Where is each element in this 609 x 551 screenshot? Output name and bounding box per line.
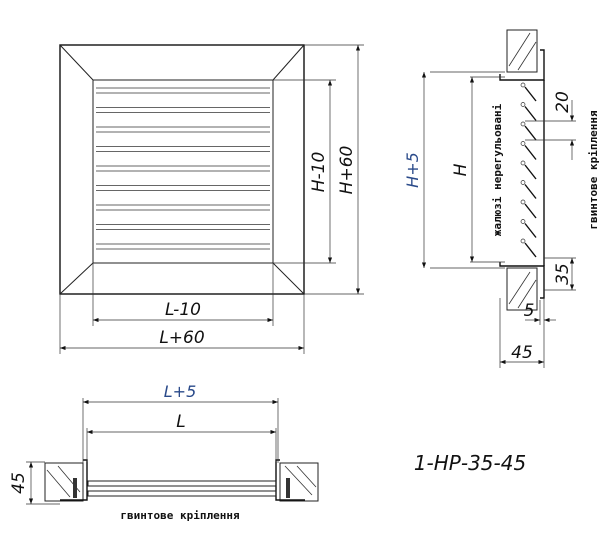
model-code: 1-НР-35-45 [414,451,526,475]
slat [524,106,537,121]
wall-left [44,462,84,502]
wall-top [506,29,538,73]
slat [524,184,537,199]
inner-opening [92,79,274,264]
dim-outer-height: H+60 [337,146,357,195]
dim-louver-pitch: 20 [553,91,573,113]
louver-blades [96,87,270,250]
slat-pivot [520,102,526,107]
fastening-note-plan: гвинтове кріплення [120,509,239,522]
dim-inner-width: L-10 [165,300,201,320]
side-section: H+5 H жалюзі нерегульовані 20 гвинтове к… [403,29,600,368]
plan-section: L+5 L 45 гвинтове кріплення [9,382,319,522]
wall-right [279,462,319,502]
outer-frame [59,44,305,295]
dim-frame: 35 [553,263,573,285]
dim-inner-height: H-10 [309,152,329,193]
dim-offset: 5 [524,301,535,321]
slat-pivot [520,238,526,244]
louver-note: жалюзі нерегульовані [491,103,504,236]
louver-slats [520,82,537,258]
slat-pivot [520,141,526,146]
wall-bottom [506,267,538,311]
fastening-note-side: гвинтове кріплення [587,110,600,229]
slat [524,86,537,102]
dim-height: H [451,163,471,176]
slat-pivot [520,199,526,205]
slat-pivot [520,219,526,224]
slat [524,223,537,238]
front-view: H-10 H+60 L-10 L+60 [59,44,364,354]
slat-pivot [520,82,526,88]
slat [524,164,537,180]
slat-pivot [520,121,526,127]
slat [524,125,537,141]
dim-depth-side: 45 [511,343,533,363]
slat-pivot [520,160,526,166]
dim-opening-width: L+5 [164,382,197,401]
dim-outer-width: L+60 [159,328,204,348]
slat [524,203,537,219]
slat-pivot [520,180,526,185]
dim-opening-height: H+5 [403,152,422,188]
slat [524,242,537,258]
dim-depth-plan: 45 [9,472,29,494]
slat [524,145,537,160]
dim-width: L [176,412,185,432]
